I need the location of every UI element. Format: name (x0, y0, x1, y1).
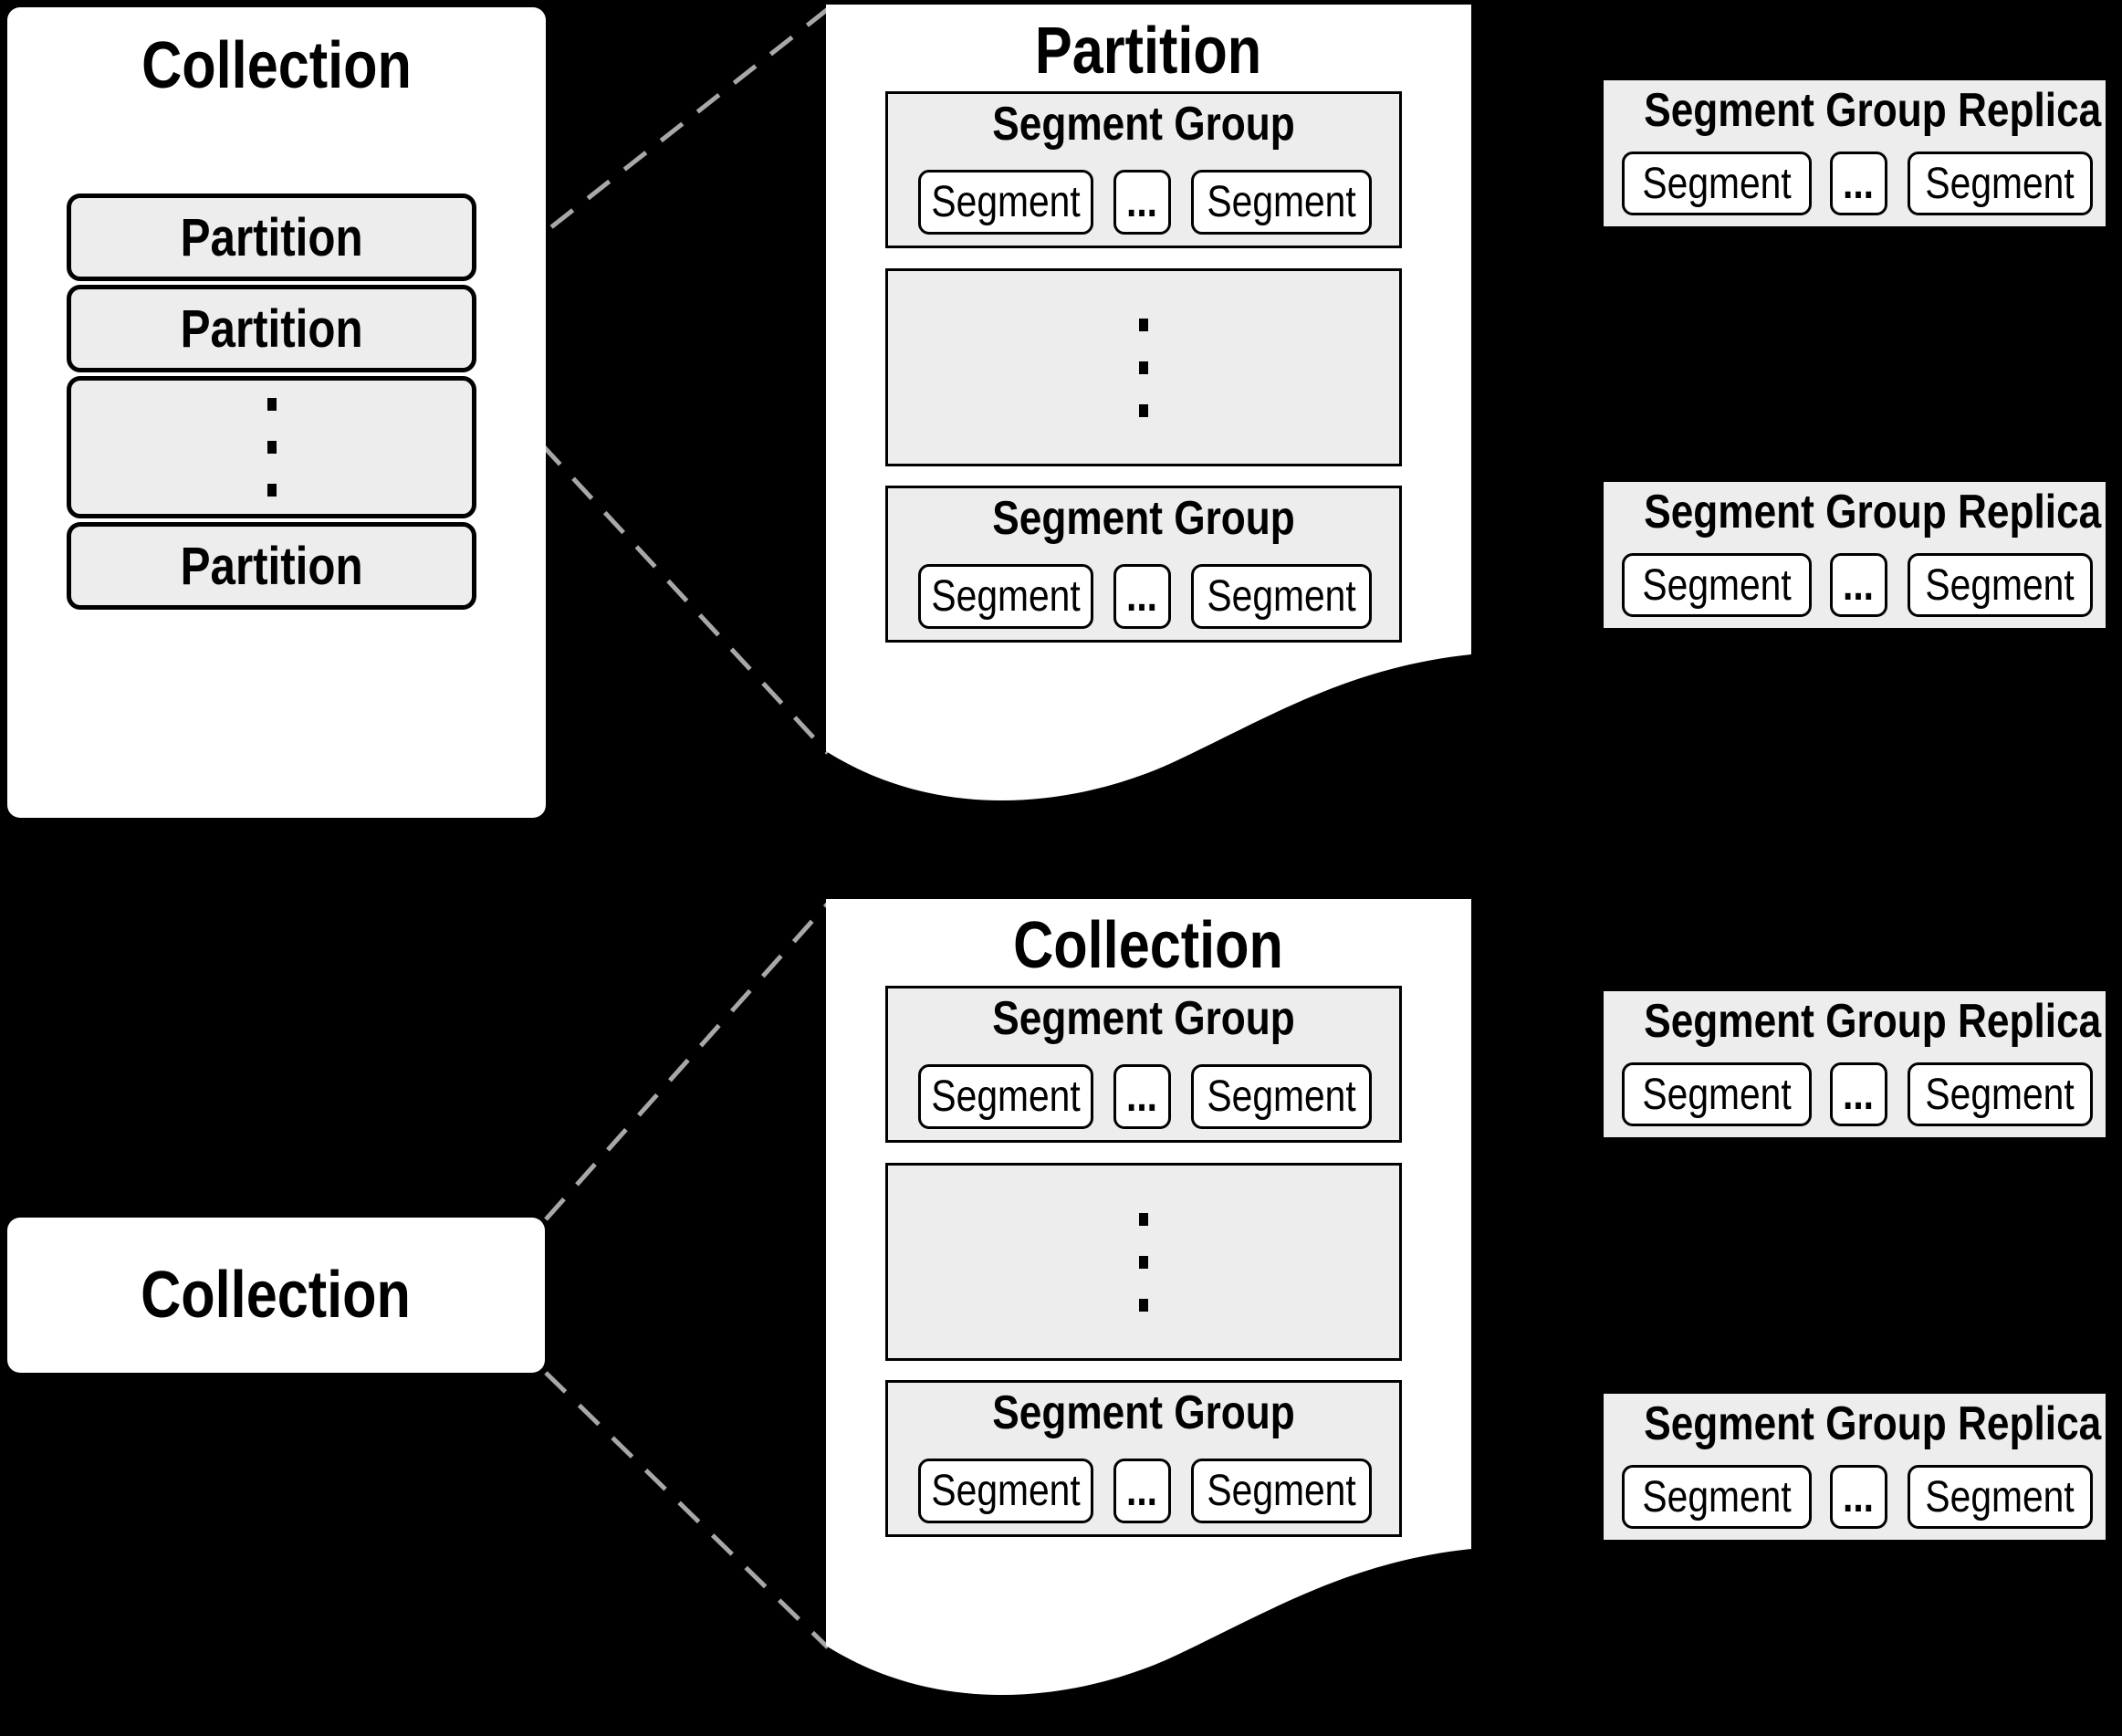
ellipsis-box: ... (1113, 1064, 1171, 1129)
segment-box: Segment (1191, 564, 1372, 629)
dashed-connector-collection-to-doc-top (544, 902, 830, 1221)
ellipsis-box: ... (1113, 564, 1171, 629)
segment-box: Segment (1622, 1062, 1812, 1126)
ellipsis-box: ... (1113, 170, 1171, 235)
ellipsis-box: ... (1830, 152, 1887, 215)
segment-box: Segment (1191, 1459, 1372, 1523)
segment-group-replica-box-2: Segment Group Replica Segment ... Segmen… (1601, 479, 2108, 631)
partition-box-3: Partition (67, 522, 476, 610)
segment-group-title: Segment Group (992, 98, 1295, 151)
segment-box: Segment (1908, 553, 2093, 617)
dashed-connector-collection-to-doc-bottom (544, 1371, 830, 1649)
segment-group-replica-box-4: Segment Group Replica Segment ... Segmen… (1601, 1391, 2108, 1543)
segment-group-box-4: Segment Group Segment ... Segment (885, 1380, 1402, 1537)
collection-box: Collection (7, 1218, 545, 1373)
collection-doc-title: Collection (1013, 909, 1284, 982)
segment-group-replica-title: Segment Group Replica (1644, 1397, 2102, 1450)
segment-box: Segment (918, 170, 1093, 235)
ellipsis-box: ... (1830, 1062, 1887, 1126)
segment-box: Segment (1622, 1465, 1812, 1529)
segment-group-title: Segment Group (992, 492, 1295, 545)
segment-group-replica-title: Segment Group Replica (1644, 995, 2102, 1048)
segment-group-replica-title: Segment Group Replica (1644, 84, 2102, 137)
segment-box: Segment (918, 1459, 1093, 1523)
segment-box: Segment (1191, 170, 1372, 235)
vertical-ellipsis-icon (888, 271, 1399, 464)
segment-box: Segment (1908, 152, 2093, 215)
segment-box: Segment (918, 564, 1093, 629)
segment-group-replica-box-1: Segment Group Replica Segment ... Segmen… (1601, 78, 2108, 229)
vertical-ellipsis-icon (71, 381, 472, 514)
partition-doc-title: Partition (1035, 15, 1262, 88)
segment-group-box-1: Segment Group Segment ... Segment (885, 91, 1402, 248)
collection-panel: Collection Partition Partition Partition (7, 7, 546, 818)
partition-ellipsis-box (67, 376, 476, 518)
partition-box-1: Partition (67, 193, 476, 281)
segment-box: Segment (1908, 1062, 2093, 1126)
segment-group-ellipsis-box (885, 268, 1402, 466)
segment-group-ellipsis-box (885, 1163, 1402, 1361)
segment-group-box-2: Segment Group Segment ... Segment (885, 486, 1402, 643)
ellipsis-box: ... (1830, 1465, 1887, 1529)
ellipsis-box: ... (1113, 1459, 1171, 1523)
segment-box: Segment (1622, 553, 1812, 617)
segment-group-title: Segment Group (992, 992, 1295, 1045)
collection-panel-title: Collection (141, 29, 412, 102)
segment-box: Segment (1908, 1465, 2093, 1529)
dashed-connector-partition-to-doc-bottom (476, 374, 830, 755)
segment-box: Segment (918, 1064, 1093, 1129)
segment-box: Segment (1191, 1064, 1372, 1129)
segment-group-title: Segment Group (992, 1386, 1295, 1439)
vertical-ellipsis-icon (888, 1166, 1399, 1358)
segment-box: Segment (1622, 152, 1812, 215)
segment-group-replica-box-3: Segment Group Replica Segment ... Segmen… (1601, 988, 2108, 1140)
segment-group-replica-title: Segment Group Replica (1644, 486, 2102, 539)
partition-box-2: Partition (67, 285, 476, 372)
ellipsis-box: ... (1830, 553, 1887, 617)
segment-group-box-3: Segment Group Segment ... Segment (885, 986, 1402, 1143)
